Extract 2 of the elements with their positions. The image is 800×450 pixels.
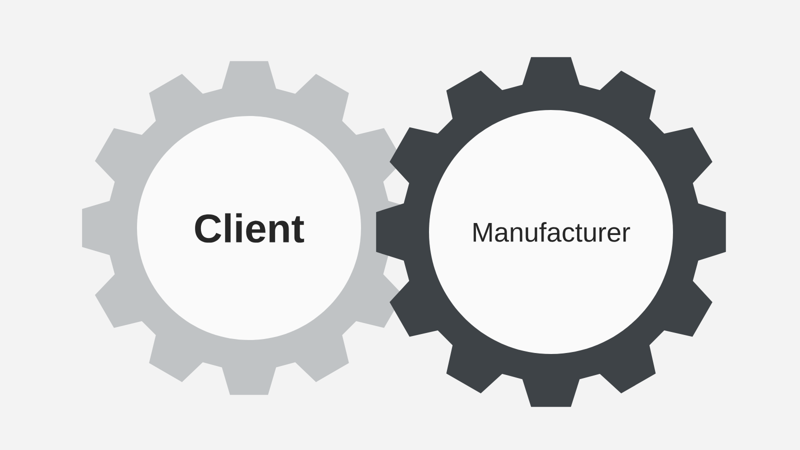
gear: Client [82, 61, 416, 395]
gear: Manufacturer [376, 57, 726, 407]
